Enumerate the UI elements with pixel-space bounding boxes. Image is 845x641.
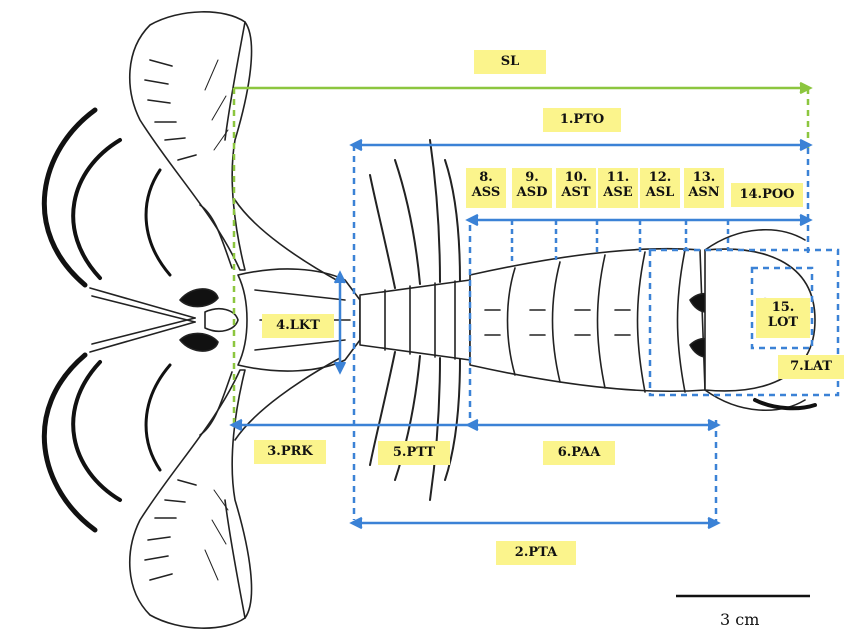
label-pta: 2.PTA — [496, 541, 576, 565]
label-ast: 10. AST — [556, 168, 596, 208]
label-pto: 1.PTO — [543, 108, 621, 132]
abdomen — [470, 249, 715, 392]
antennal-scales — [44, 110, 170, 530]
label-poo: 14.POO — [731, 183, 803, 207]
label-asn: 13. ASN — [684, 168, 724, 208]
scale-bar-label: 3 cm — [720, 610, 759, 629]
label-asd: 9. ASD — [512, 168, 552, 208]
label-sl: SL — [474, 50, 546, 74]
label-ptt: 5.PTT — [378, 441, 450, 465]
antennules — [90, 288, 195, 352]
label-lat: 7.LAT — [778, 355, 844, 379]
label-lot: 15. LOT — [756, 298, 810, 338]
label-ass: 8. ASS — [466, 168, 506, 208]
label-lkt: 4.LKT — [262, 314, 334, 338]
label-ase: 11. ASE — [598, 168, 638, 208]
mantis-shrimp-illustration — [44, 12, 815, 628]
label-paa: 6.PAA — [543, 441, 615, 465]
label-prk: 3.PRK — [254, 440, 326, 464]
label-asl: 12. ASL — [640, 168, 680, 208]
